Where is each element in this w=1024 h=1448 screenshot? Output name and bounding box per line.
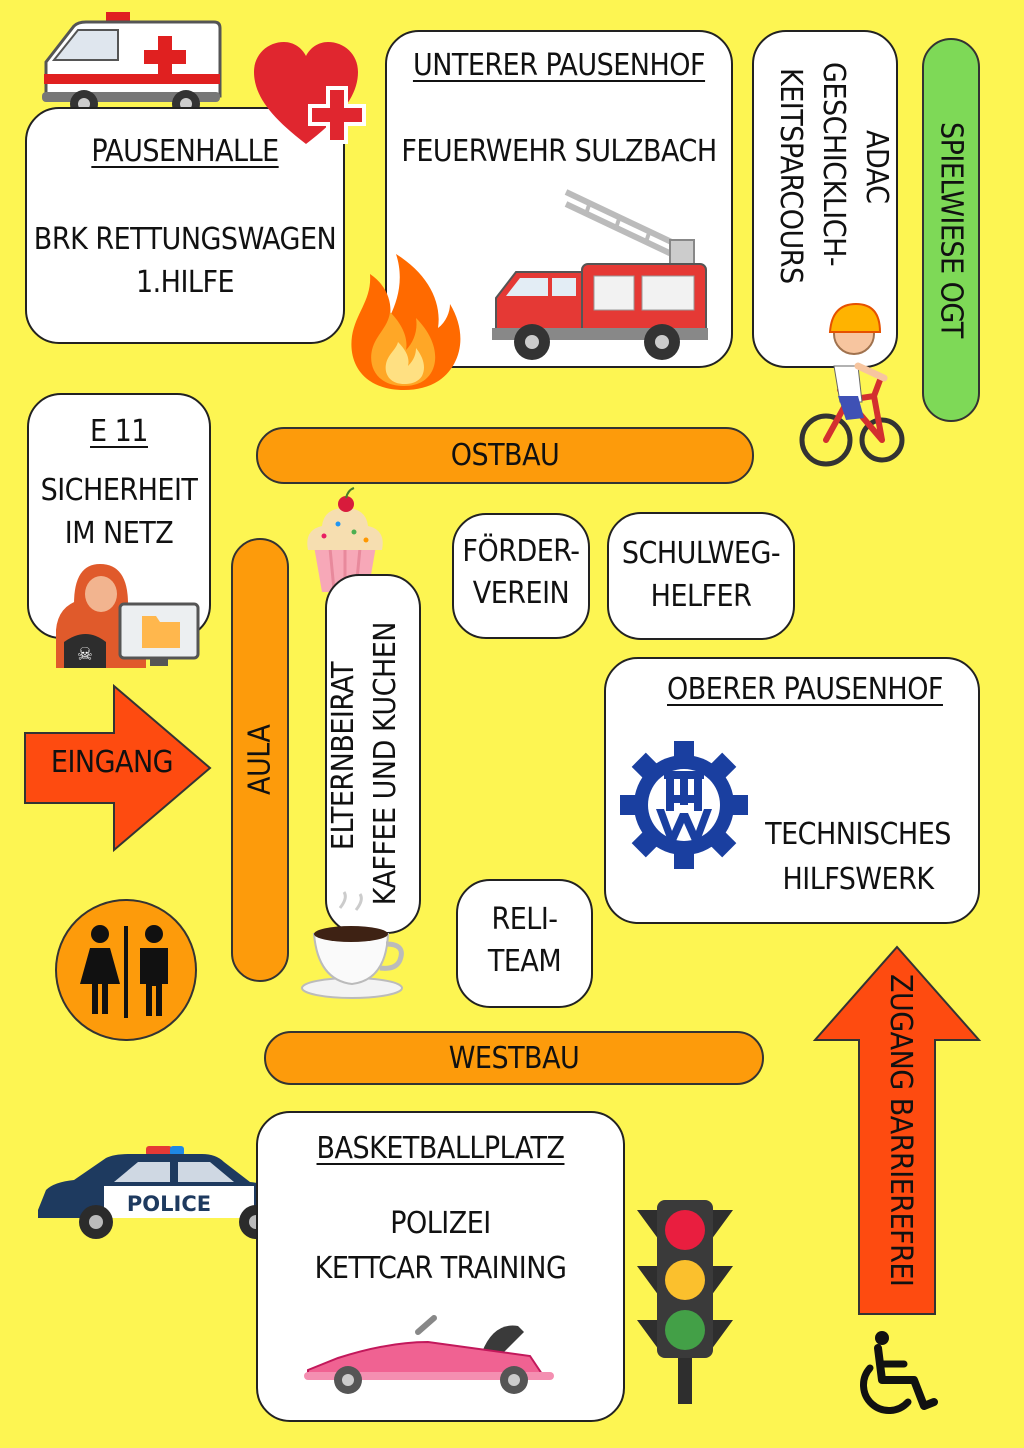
reliteam-line2: TEAM bbox=[487, 944, 562, 979]
foerderverein-box bbox=[452, 513, 590, 639]
westbau-pill: WESTBAU bbox=[264, 1031, 764, 1085]
oberer-pausenhof-line2: HILFSWERK bbox=[782, 862, 934, 897]
police-car-label: POLICE bbox=[127, 1192, 211, 1216]
pausenhalle-line2: 1.HILFE bbox=[135, 265, 235, 300]
adac-line2: GESCHICKLICH- bbox=[816, 62, 851, 267]
thw-logo-icon bbox=[620, 741, 748, 869]
zugang-barrierefrei-label: ZUGANG BARRIEREFREI bbox=[883, 974, 918, 1287]
e11-title: E 11 bbox=[90, 414, 148, 449]
westbau-label: WESTBAU bbox=[448, 1040, 580, 1076]
police-car-icon: POLICE bbox=[38, 1146, 298, 1239]
e11-line1: SICHERHEIT bbox=[40, 473, 198, 508]
zugang-barrierefrei-arrow[interactable] bbox=[812, 944, 982, 1316]
aula-label: AULA bbox=[242, 724, 278, 796]
basketballplatz-title: BASKETBALLPLATZ bbox=[316, 1131, 565, 1166]
adac-line1: ADAC bbox=[859, 130, 894, 204]
oberer-pausenhof-line1: TECHNISCHES bbox=[765, 817, 951, 852]
eingang-arrow[interactable] bbox=[22, 683, 214, 853]
fire-icon bbox=[351, 254, 461, 390]
reliteam-line1: RELI- bbox=[491, 902, 558, 937]
pausenhalle-box bbox=[25, 107, 345, 344]
schulweghelfer-line1: SCHULWEG- bbox=[621, 536, 781, 571]
spielwiese-ogt-pill: SPIELWIESE OGT bbox=[922, 38, 980, 422]
elternbeirat-box bbox=[325, 574, 421, 934]
foerderverein-line2: VEREIN bbox=[472, 576, 570, 611]
pausenhalle-line1: BRK RETTUNGSWAGEN bbox=[33, 222, 337, 257]
aula-pill: AULA bbox=[231, 538, 289, 982]
svg-text:☠: ☠ bbox=[77, 644, 93, 665]
coffee-cup-icon bbox=[301, 891, 404, 999]
elternbeirat-line2: KAFFEE UND KUCHEN bbox=[368, 622, 403, 906]
ostbau-pill: OSTBAU bbox=[256, 427, 754, 484]
eingang-label: EINGANG bbox=[50, 745, 174, 780]
oberer-pausenhof-title: OBERER PAUSENHOF bbox=[667, 672, 943, 707]
wheelchair-icon bbox=[860, 1331, 938, 1414]
kart-icon bbox=[304, 1315, 554, 1394]
hacker-icon: ☠ bbox=[56, 564, 200, 668]
schulweghelfer-box bbox=[607, 512, 795, 640]
elternbeirat-line1: ELTERNBEIRAT bbox=[326, 662, 361, 851]
basketballplatz-line1: POLIZEI bbox=[390, 1206, 491, 1241]
ambulance-icon bbox=[42, 12, 222, 118]
basketballplatz-line2: KETTCAR TRAINING bbox=[314, 1251, 567, 1286]
adac-box bbox=[752, 30, 898, 368]
unterer-pausenhof-line1: FEUERWEHR SULZBACH bbox=[401, 134, 717, 169]
traffic-light-icon bbox=[637, 1200, 733, 1404]
schulweghelfer-line2: HELFER bbox=[650, 579, 752, 614]
restroom-icon bbox=[55, 899, 197, 1041]
heart-plus-icon bbox=[254, 42, 366, 144]
foerderverein-line1: FÖRDER- bbox=[462, 534, 580, 569]
adac-line3: KEITSPARCOURS bbox=[773, 68, 808, 284]
cyclist-icon bbox=[799, 302, 905, 467]
spielwiese-ogt-label: SPIELWIESE OGT bbox=[933, 122, 969, 338]
e11-line2: IM NETZ bbox=[64, 516, 174, 551]
fire-truck-icon bbox=[492, 189, 708, 360]
unterer-pausenhof-title: UNTERER PAUSENHOF bbox=[412, 48, 706, 83]
reliteam-box bbox=[456, 879, 593, 1008]
pausenhalle-title: PAUSENHALLE bbox=[91, 134, 279, 169]
cupcake-icon bbox=[307, 487, 383, 592]
ostbau-label: OSTBAU bbox=[450, 438, 560, 473]
